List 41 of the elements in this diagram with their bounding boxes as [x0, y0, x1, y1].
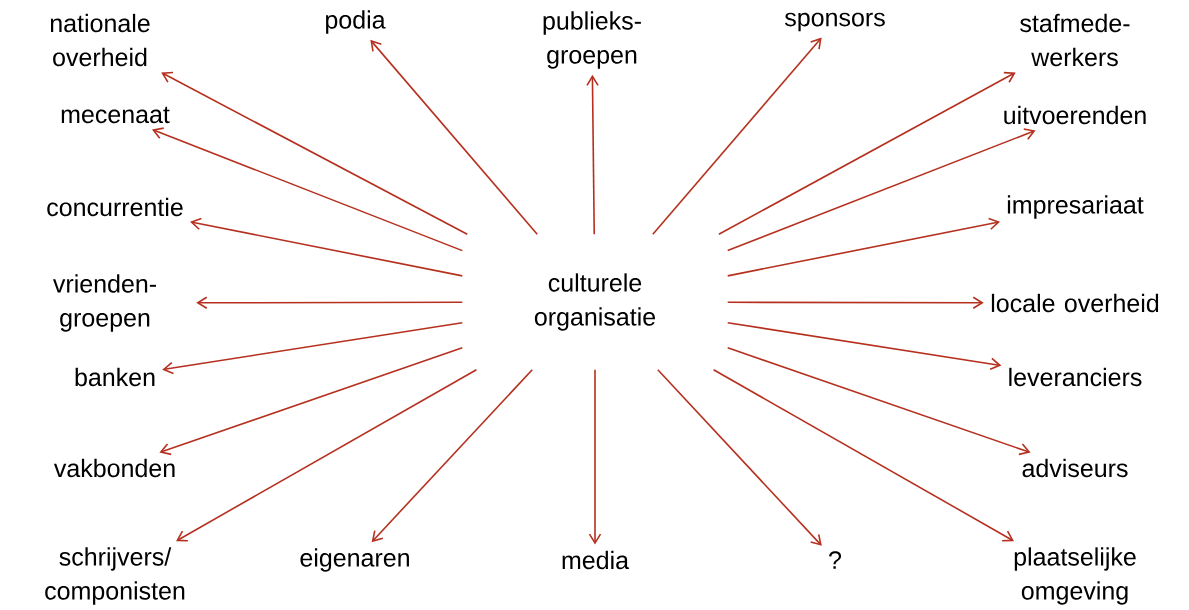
- stakeholder-label: plaatselijke omgeving: [1014, 547, 1136, 605]
- arrow: [718, 71, 1016, 236]
- arrow: [371, 368, 534, 543]
- arrow: [726, 217, 1001, 277]
- stakeholder-label: media: [562, 550, 630, 570]
- stakeholder-label: sponsors: [784, 12, 885, 32]
- stakeholder-label: nationale overheid: [50, 13, 150, 67]
- stakeholder-label: eigenaren: [300, 548, 409, 572]
- stakeholder-label: stafmede- werkers: [1020, 13, 1130, 67]
- stakeholder-label: vakbonden: [53, 458, 175, 478]
- arrow: [652, 37, 822, 236]
- arrow: [162, 321, 464, 375]
- arrow: [176, 368, 478, 542]
- stakeholder-label: concurrentie: [47, 197, 183, 217]
- stakeholder-label: podia: [326, 10, 386, 34]
- stakeholder-label: publieks- groepen: [543, 11, 641, 69]
- stakeholder-label: leveranciers: [1009, 367, 1142, 387]
- stakeholder-label: banken: [75, 367, 155, 387]
- arrow: [161, 71, 469, 236]
- arrow: [657, 368, 822, 546]
- arrow: [370, 39, 538, 236]
- arrow: [726, 346, 1031, 456]
- stakeholder-label: impresariaat: [1007, 195, 1144, 219]
- center-label: culturele organisatie: [534, 273, 656, 331]
- arrow: [151, 127, 464, 252]
- stakeholder-label: uitvoerenden: [1004, 105, 1146, 125]
- stakeholder-label: adviseurs: [1022, 458, 1128, 478]
- stakeholder-label: locale overheid: [991, 293, 1159, 313]
- stakeholder-label: vrienden- groepen: [53, 274, 156, 332]
- arrow: [159, 346, 464, 456]
- arrow: [712, 368, 1014, 542]
- arrow: [586, 74, 599, 236]
- arrow: [726, 296, 984, 310]
- arrow: [726, 321, 1002, 371]
- arrow: [196, 296, 464, 310]
- arrow: [190, 217, 464, 277]
- arrow: [726, 128, 1036, 252]
- stakeholder-label: schrijvers/ componisten: [45, 547, 185, 605]
- stakeholder-label: mecenaat: [61, 106, 170, 124]
- stakeholder-label: ?: [829, 551, 841, 569]
- arrow: [588, 368, 602, 545]
